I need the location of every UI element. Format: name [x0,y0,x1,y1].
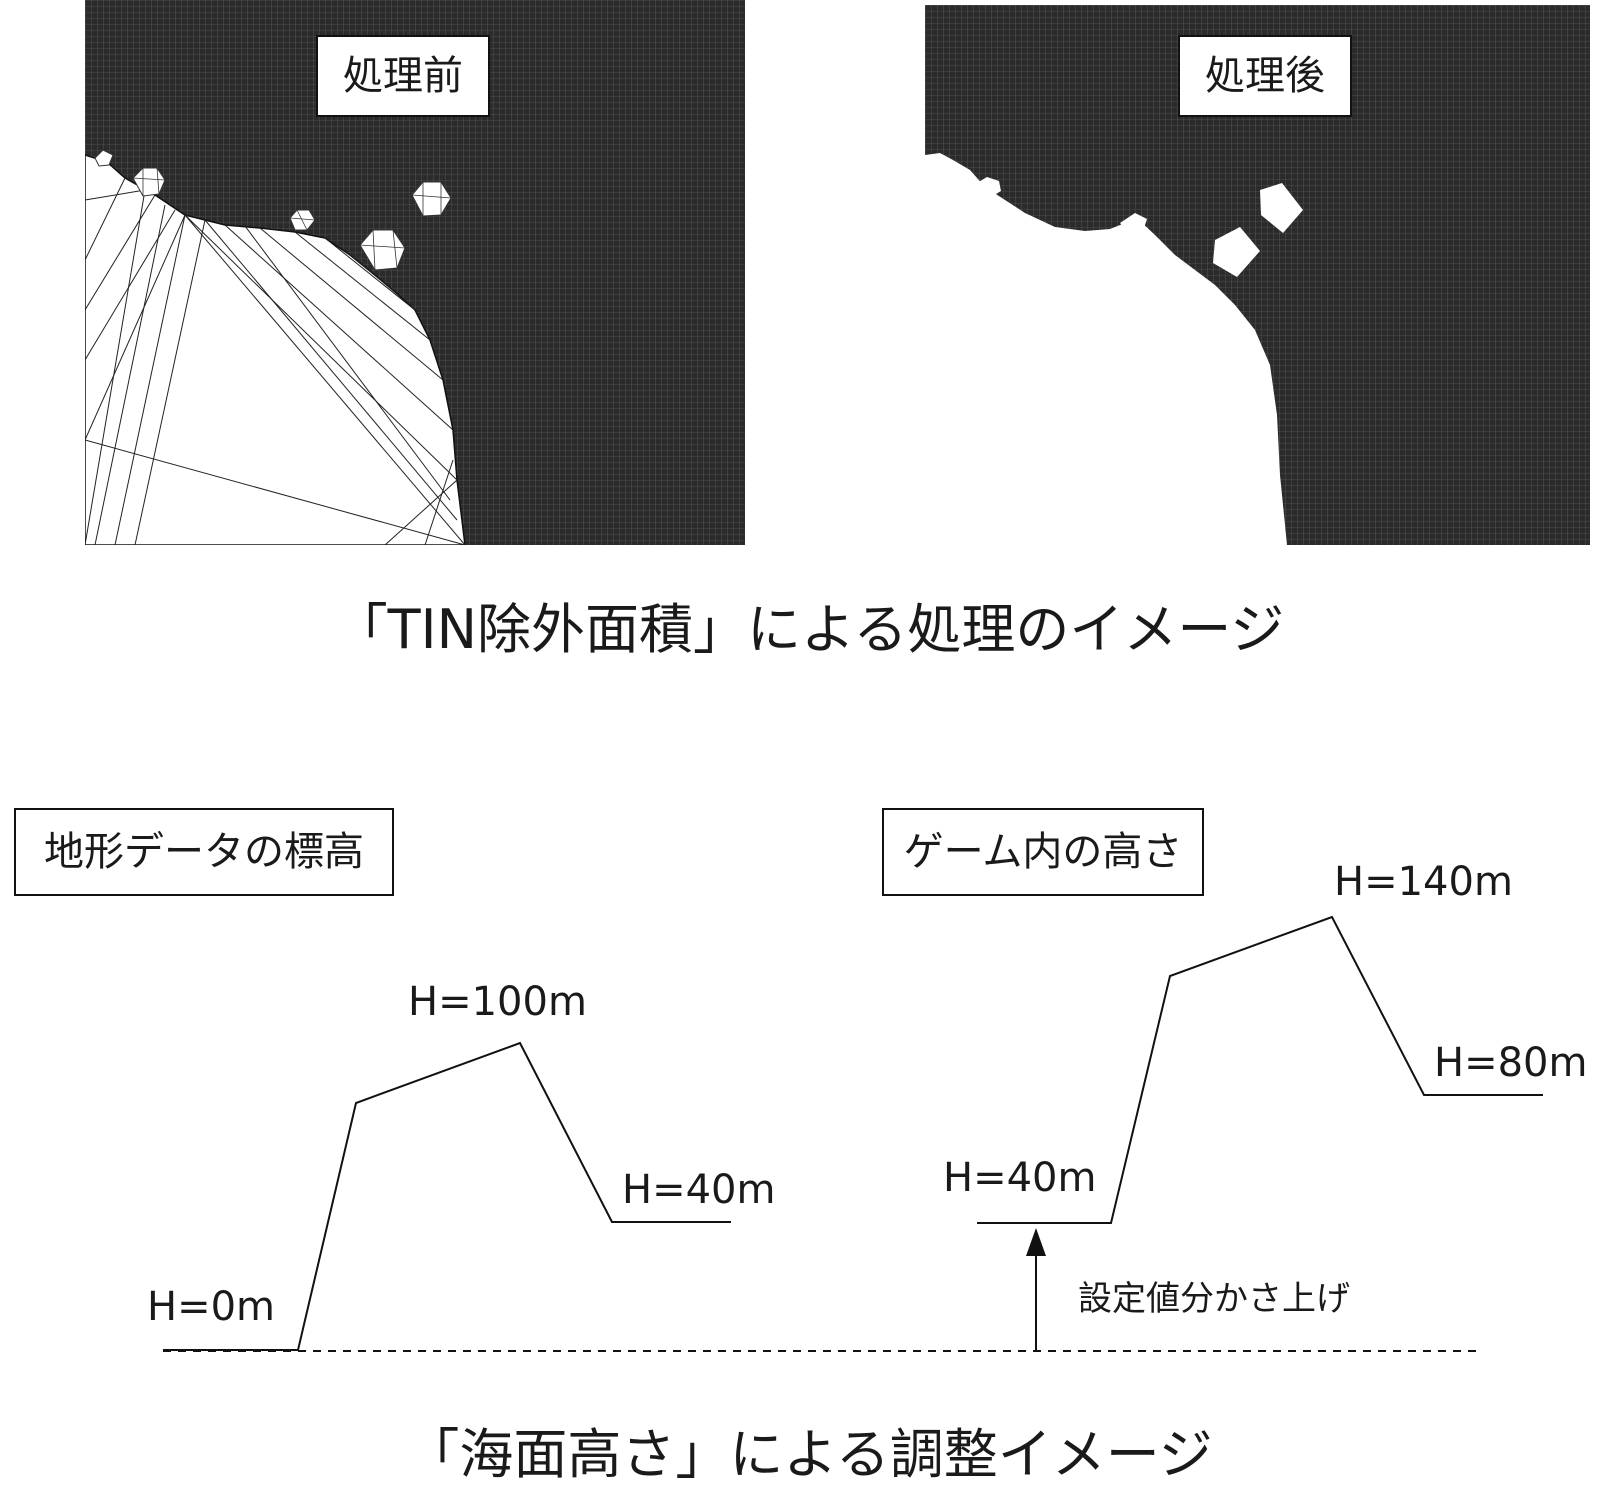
terrain-label: 地形データの標高 [14,808,394,896]
after-hole-3 [1213,227,1260,277]
game-h140-label: H=140m [1334,859,1513,905]
game-profile [977,915,1543,1224]
game-h40-label: H=40m [943,1155,1097,1201]
raise-note: 設定値分かさ上げ [1078,1279,1350,1319]
game-label: ゲーム内の高さ [882,808,1204,896]
after-hole-2 [1120,213,1147,233]
terrain-h100-label: H=100m [408,979,587,1025]
terrain-h40-label: H=40m [622,1167,776,1213]
after-hole-4 [1260,183,1303,233]
after-label: 処理後 [1178,35,1352,117]
game-h80-label: H=80m [1434,1040,1588,1086]
after-hole-1 [977,177,1001,197]
sea-level-caption: 「海面高さ」による調整イメージ [405,1423,1213,1486]
tin-caption: 「TIN除外面積」による処理のイメージ [333,598,1285,661]
before-tin-edges [85,177,466,545]
terrain-profile [163,1041,731,1351]
before-label: 処理前 [316,35,490,117]
after-removed-region [925,153,1287,545]
terrain-h0-label: H=0m [147,1284,276,1330]
raise-arrow-head [1026,1228,1046,1256]
